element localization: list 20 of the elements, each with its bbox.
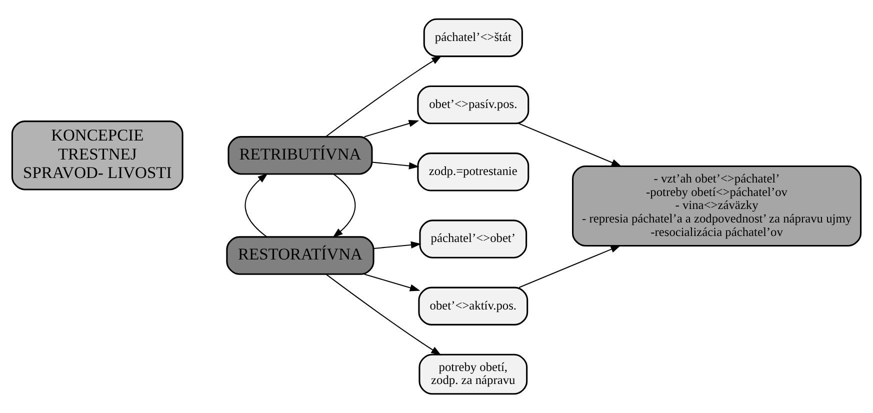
arrow bbox=[326, 274, 442, 356]
arrow bbox=[364, 274, 420, 292]
node-box: obet’<>pasív.pos. bbox=[417, 85, 530, 124]
arrow bbox=[374, 241, 422, 250]
arrow bbox=[372, 162, 420, 170]
node-box: zodp.=potrestanie bbox=[417, 152, 530, 192]
node-box: páchatel’<>obet’ bbox=[419, 220, 528, 258]
arrow bbox=[326, 56, 442, 138]
node-box: RESTORATÍVNA bbox=[226, 236, 374, 275]
arrow bbox=[332, 174, 356, 238]
node-box: RETRIBUTÍVNA bbox=[228, 136, 373, 175]
node-box: obet’<>aktív.pos. bbox=[418, 286, 528, 326]
node-box: potreby obetí, zodp. za nápravu bbox=[418, 354, 528, 395]
node-box: páchatel’<>štát bbox=[423, 18, 523, 58]
arrow bbox=[518, 123, 622, 167]
arrow bbox=[244, 173, 268, 238]
arrow bbox=[518, 245, 622, 288]
arrow bbox=[364, 120, 420, 138]
node-box: - vzt’ah obet’<>páchatel’ -potreby obetí<>páchatel’ov - vina<>záväzky - represia páchatel’a a zodpovednost’ za nápravu ujmy -resocializácia páchatel’ov bbox=[572, 165, 862, 246]
node-box: KONCEPCIE TRESTNEJ SPRAVOD- LIVOSTI bbox=[11, 120, 184, 190]
